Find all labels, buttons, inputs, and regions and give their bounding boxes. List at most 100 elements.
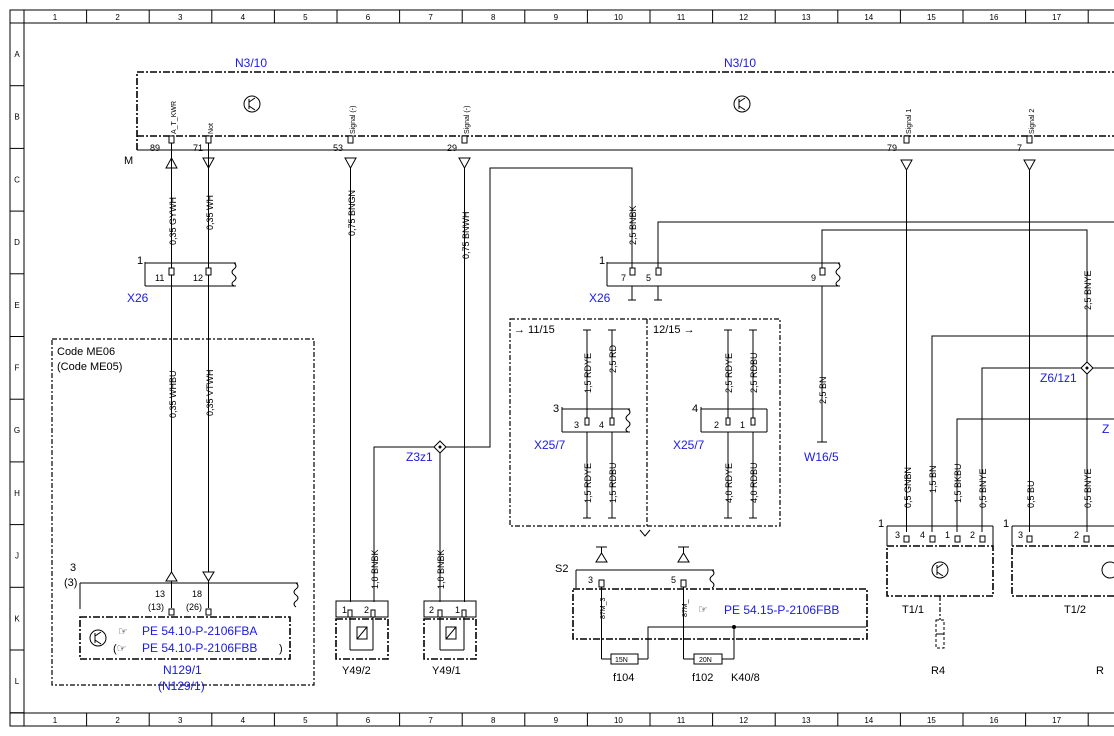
inner-pin-87m: 87M_ [682, 599, 689, 617]
wire-label-bu: 0,5 BU [1026, 480, 1036, 508]
n129-connector: 3 (3) 13 18 (13) (26) [64, 562, 299, 616]
wire-label-rdye-40: 4,0 RDYE [724, 463, 734, 503]
column-label-top: 12 [739, 13, 748, 22]
y49-1-component: 2 1 Y49/1 [423, 600, 477, 677]
column-label-bottom: 7 [428, 716, 433, 725]
svg-text:(13): (13) [148, 602, 164, 612]
t1-2-connector: 1 3 2 [1003, 518, 1114, 546]
n129-ref-a[interactable]: PE 54.10-P-2106FBA [142, 624, 257, 638]
column-label-bottom: 10 [614, 716, 623, 725]
row-label: E [14, 301, 19, 310]
svg-text:1: 1 [740, 420, 745, 430]
column-label-bottom: 11 [677, 716, 686, 725]
column-label-bottom: 1 [53, 716, 58, 725]
svg-text:4: 4 [599, 420, 604, 430]
n3-10-outline [136, 71, 1114, 150]
svg-text:Y49/2: Y49/2 [342, 665, 371, 677]
svg-text:53: 53 [333, 143, 343, 153]
k40-8-label: K40/8 [731, 672, 760, 684]
wire-label-rdbu-25: 2,5 RDBU [749, 352, 759, 393]
wire-label-rdbu-40: 4,0 RDBU [749, 462, 759, 503]
svg-text:20N: 20N [699, 657, 712, 664]
row-label: C [14, 175, 20, 184]
r4-resistor: R4 [931, 596, 945, 677]
column-label-bottom: 5 [303, 716, 308, 725]
svg-text:2: 2 [1074, 530, 1079, 540]
variant-box [509, 318, 781, 527]
t1-2-body [1011, 545, 1114, 597]
row-label: K [14, 614, 20, 623]
svg-text:2: 2 [429, 605, 434, 615]
pin-53: Signal (-) 53 [333, 106, 357, 153]
grid-labels: 1122334455667788991010111112121313141415… [14, 13, 1062, 725]
transistor-symbol-right [733, 95, 751, 113]
t1-1-label: T1/1 [902, 604, 924, 616]
svg-text:(26): (26) [186, 602, 202, 612]
n3-10-label-left: N3/10 [235, 56, 267, 70]
pin-89: A_T_KWR 89 [150, 101, 178, 153]
svg-text:1: 1 [1003, 518, 1009, 530]
svg-text:1: 1 [878, 518, 884, 530]
wire-label-vtwh: 0,35 VTWH [205, 369, 215, 416]
hand-pointer-icon: (☞ [113, 643, 127, 655]
x26-left-connector: 1 11 12 X26 [127, 255, 237, 305]
wire-label-bnwh: 0,75 BNWH [461, 211, 471, 259]
r-partial-label: R [1096, 665, 1104, 677]
hand-pointer-icon: ☞ [698, 604, 708, 616]
column-label-top: 11 [677, 13, 686, 22]
x25-7-a-connector: 3 3 4 X25/7 [534, 403, 631, 452]
n129-ref-b[interactable]: PE 54.10-P-2106FBB [142, 641, 257, 655]
pin-79: Signal 1 79 [887, 109, 913, 153]
column-label-top: 2 [115, 13, 120, 22]
y49-2-component: 1 2 Y49/2 [335, 600, 389, 677]
column-label-top: 9 [554, 13, 559, 22]
svg-text:2: 2 [970, 530, 975, 540]
column-label-bottom: 4 [241, 716, 246, 725]
svg-text:Signal (-): Signal (-) [350, 106, 357, 134]
column-label-bottom: 6 [366, 716, 371, 725]
column-label-bottom: 2 [115, 716, 120, 725]
wire-label-gywh: 0,35 GYWH [168, 197, 178, 245]
k40-ref[interactable]: PE 54.15-P-2106FBB [724, 603, 839, 617]
column-label-bottom: 14 [864, 716, 873, 725]
row-ticks [10, 22, 24, 714]
row-label: D [14, 238, 20, 247]
wire-label-gnbn: 0,5 GNBN [903, 467, 913, 508]
column-label-top: 14 [864, 13, 873, 22]
n3-10-label-right: N3/10 [724, 56, 756, 70]
z6-1z1-splice [1080, 361, 1094, 375]
pin-7: Signal 2 7 [1017, 109, 1036, 153]
column-label-top: 7 [428, 13, 433, 22]
svg-text:4: 4 [920, 530, 925, 540]
svg-text:R4: R4 [931, 665, 945, 677]
svg-text:15N: 15N [615, 657, 628, 664]
row-label: H [14, 489, 20, 498]
t1-1-body [886, 545, 994, 597]
column-label-top: 17 [1052, 13, 1061, 22]
wire-label-bngn: 0,75 BNGN [347, 190, 357, 236]
wire-label-bnbk-left: 1,0 BNBK [370, 549, 380, 589]
t1-2-transistor-icon [1101, 561, 1114, 579]
svg-text:Signal 1: Signal 1 [906, 109, 913, 134]
code-box-line2: (Code ME05) [57, 361, 122, 373]
n129-body [79, 616, 291, 660]
n129-label: N129/1 [163, 663, 202, 677]
w16-5-label: W16/5 [804, 450, 839, 464]
column-label-bottom: 16 [990, 716, 999, 725]
column-label-bottom: 15 [927, 716, 936, 725]
column-label-top: 15 [927, 13, 936, 22]
t1-1-connector: 1 3 4 1 2 [878, 518, 994, 546]
column-label-bottom: 9 [554, 716, 559, 725]
wire-label-rd-25: 2,5 RD [608, 344, 618, 373]
svg-text:3: 3 [895, 530, 900, 540]
row-label: L [15, 677, 20, 686]
transistor-symbol-left [243, 95, 261, 113]
k40-8-body [572, 588, 868, 640]
wire-label-bnye-a: 0,5 BNYE [978, 468, 988, 508]
svg-text:13: 13 [155, 589, 165, 599]
row-label: F [15, 364, 20, 373]
wire-label-rdye-15-top: 1,5 RDYE [583, 353, 593, 393]
svg-text:71: 71 [193, 143, 203, 153]
wire-label-bnbk-25: 2,5 BNBK [628, 205, 638, 245]
